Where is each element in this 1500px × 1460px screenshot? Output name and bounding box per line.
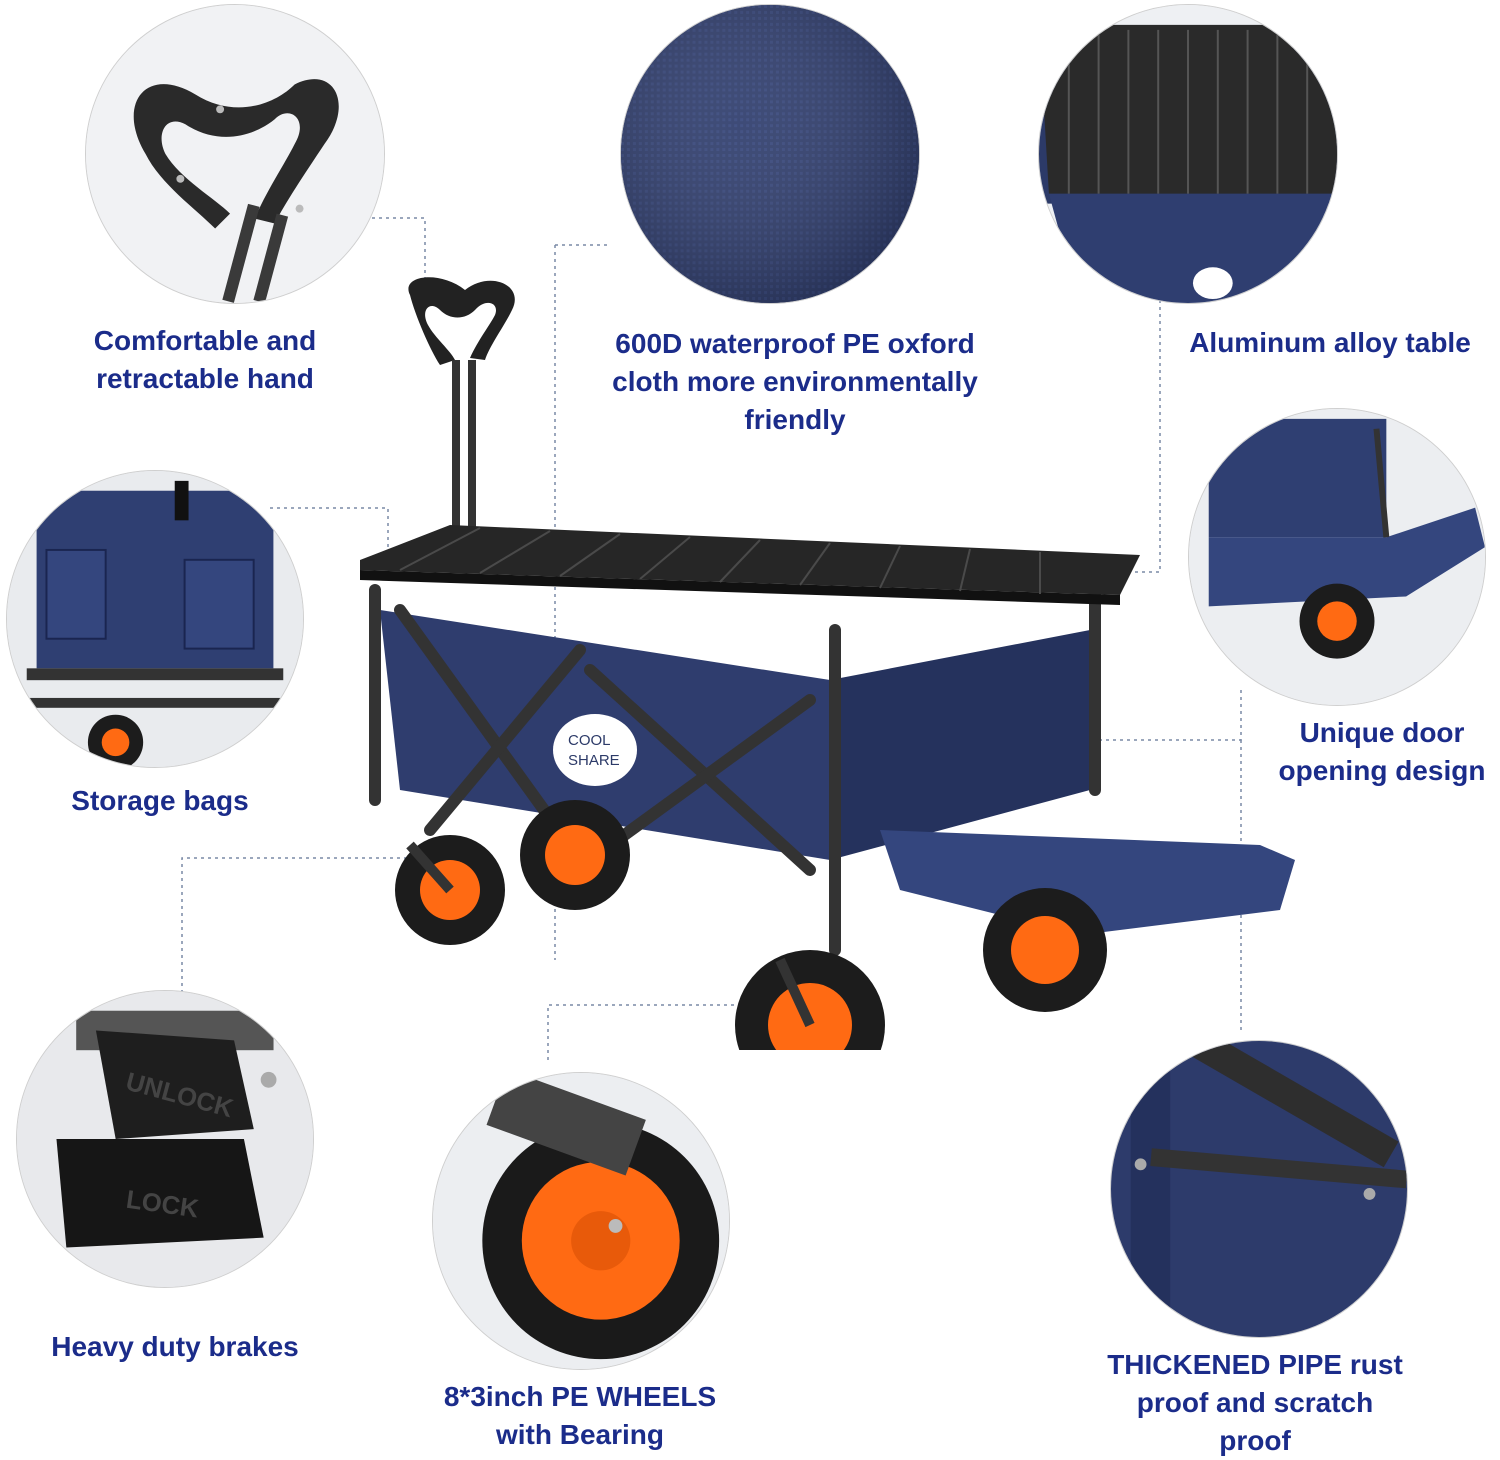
brand-line1: COOL (568, 732, 611, 749)
wagon-main-image: COOL SHARE (360, 277, 1295, 1050)
brand-logo (553, 714, 637, 786)
table-detail-image (1038, 4, 1338, 304)
door-detail-image (1188, 408, 1486, 706)
pipe-detail-image (1110, 1040, 1408, 1338)
caption-brakes: Heavy duty brakes (51, 1331, 299, 1362)
handle-detail-image (85, 4, 385, 304)
caption-storage: Storage bags (71, 785, 249, 816)
wheel-front-left (735, 950, 885, 1050)
brand-line2: SHARE (568, 752, 620, 769)
brakes-detail-image: UNLOCK LOCK (16, 990, 314, 1288)
fabric-detail-image (620, 4, 920, 304)
wheel-back-right (520, 800, 630, 910)
wheel-front-right (983, 888, 1107, 1012)
storage-bags-detail-image (6, 470, 304, 768)
wheels-detail-image (432, 1072, 730, 1370)
caption-table: Aluminum alloy table (1189, 327, 1471, 358)
